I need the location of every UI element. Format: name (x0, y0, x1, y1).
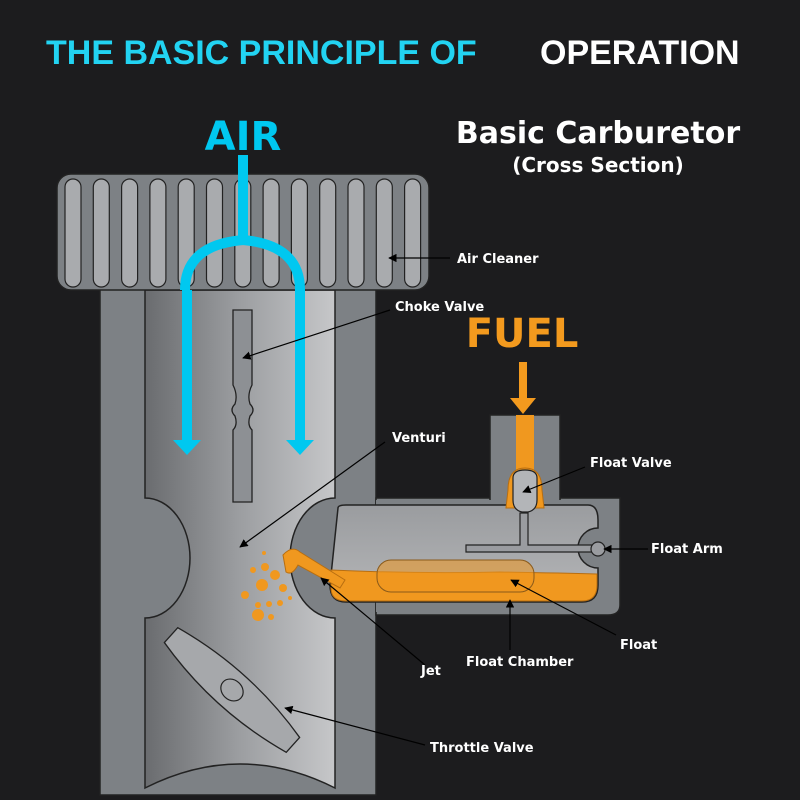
headline-part2: OPERATION (540, 34, 740, 72)
label-float: Float (620, 638, 657, 653)
label-float-valve: Float Valve (590, 456, 672, 471)
label-throttle-valve: Throttle Valve (430, 741, 534, 756)
air-arrowheads (173, 440, 314, 455)
diagram-subtitle: (Cross Section) (512, 153, 684, 177)
air-cleaner-slat (149, 178, 167, 288)
label-choke-valve: Choke Valve (395, 300, 484, 315)
throttle-valve (163, 626, 301, 754)
label-air-cleaner: Air Cleaner (457, 252, 539, 267)
choke-valve (231, 309, 254, 503)
float-arm-pivot (590, 541, 606, 557)
air-flow (180, 155, 305, 445)
air-arrow-right-icon (286, 440, 314, 455)
air-cleaner-slat (262, 178, 280, 288)
air-cleaner-slat (404, 178, 422, 288)
air-cleaner-slat (64, 178, 82, 288)
air-cleaner-slat (375, 178, 393, 288)
float-chamber-body (329, 414, 621, 616)
label-venturi: Venturi (392, 431, 446, 446)
leader-lines (239, 253, 648, 746)
diagram-title: Basic Carburetor (456, 116, 740, 151)
jet (282, 548, 346, 589)
air-label: AIR (205, 114, 282, 160)
float (376, 559, 535, 593)
label-float-chamber: Float Chamber (466, 655, 574, 670)
air-cleaner-slat (120, 178, 139, 288)
fuel-spray (241, 551, 292, 621)
fuel-label: FUEL (466, 311, 579, 357)
fuel-arrow-icon (510, 362, 536, 414)
headline-part1: THE BASIC PRINCIPLE OF (46, 34, 477, 72)
air-cleaner-slat (205, 178, 224, 288)
float-arm (465, 512, 599, 553)
air-cleaner-slat (319, 178, 337, 288)
air-cleaner-slat (347, 178, 365, 288)
air-cleaner-slat (92, 178, 110, 288)
label-float-arm: Float Arm (651, 542, 723, 557)
air-arrow-left-icon (173, 440, 201, 455)
label-jet: Jet (420, 664, 441, 679)
